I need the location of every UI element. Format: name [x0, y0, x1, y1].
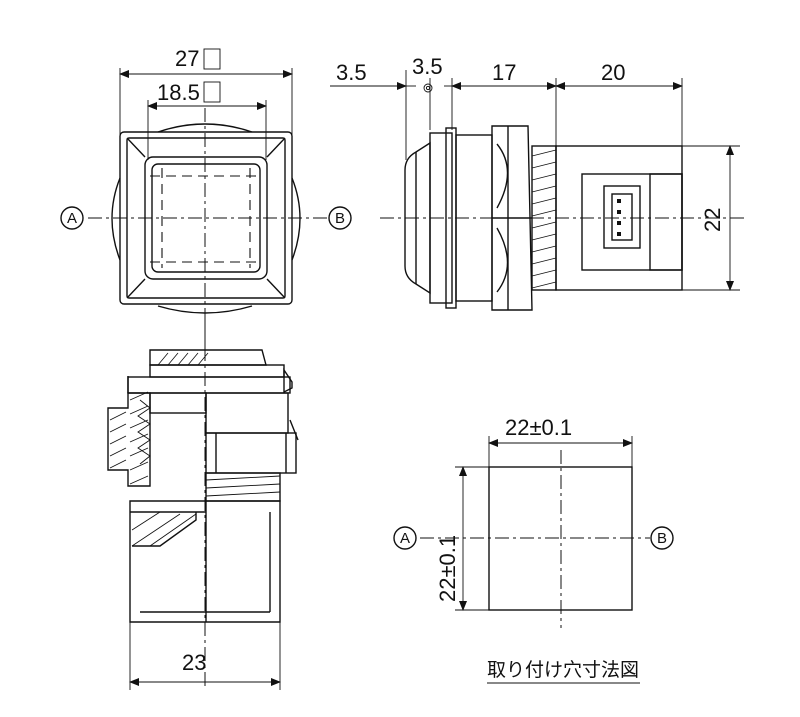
svg-text:A: A — [67, 210, 77, 227]
section-view: 23 — [107, 322, 299, 690]
side-view: 3.5 3.5 17 20 — [330, 54, 745, 311]
cutout-caption: 取り付け穴寸法図 — [487, 659, 639, 681]
svg-text:A: A — [400, 530, 410, 547]
section-cap — [149, 349, 267, 366]
dimension-18-5: 18.5 — [147, 80, 267, 160]
marker-b-front: B — [328, 206, 352, 230]
dim-18-5-label: 18.5 — [157, 80, 200, 105]
dim-17-label: 17 — [492, 60, 516, 85]
dimension-27: 27 — [119, 46, 293, 140]
dim-3-5-left-label: 3.5 — [336, 60, 367, 85]
connector — [603, 185, 641, 249]
dim-20-label: 20 — [601, 60, 625, 85]
svg-text:B: B — [657, 530, 667, 547]
tolerance-box — [203, 81, 221, 103]
lens-cap — [404, 141, 431, 295]
section-nut — [205, 432, 297, 474]
mounting-nut — [491, 125, 533, 311]
marker-a-cutout: A — [393, 526, 417, 550]
dim-22-label: 22 — [700, 208, 725, 232]
cutout-width-label: 22±0.1 — [505, 415, 572, 440]
svg-text:B: B — [335, 210, 345, 227]
tolerance-box — [203, 48, 221, 70]
marker-a-front: A — [60, 206, 84, 230]
marker-b-cutout: B — [650, 526, 674, 550]
dim-23-label: 23 — [182, 650, 206, 675]
front-view: 27 18.5 — [60, 46, 352, 360]
dim-27-label: 27 — [175, 46, 199, 71]
dim-3-5-right-label: 3.5 — [412, 54, 443, 79]
cutout-height-label: 22±0.1 — [435, 535, 460, 602]
cutout-diagram: 22±0.1 22±0.1 A B 取り付け穴寸法図 — [393, 415, 674, 684]
